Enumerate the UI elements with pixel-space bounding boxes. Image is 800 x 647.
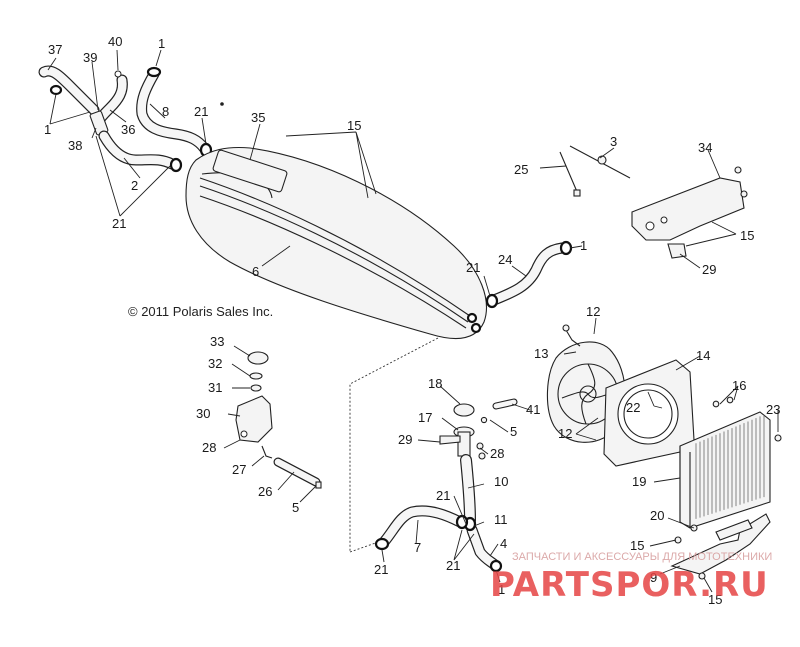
assembly-line-left	[349, 337, 439, 552]
callout-8: 8	[162, 104, 169, 119]
callout-35: 35	[251, 110, 265, 125]
callout-18: 18	[428, 376, 442, 391]
callout-41: 41	[526, 402, 540, 417]
callout-1: 1	[498, 582, 505, 597]
hose-7	[374, 505, 469, 551]
callout-15: 15	[630, 538, 644, 553]
callout-4: 4	[500, 536, 507, 551]
callout-6: 6	[252, 264, 259, 279]
callout-5: 5	[510, 424, 517, 439]
callout-labels: 37 40 1 39 1 8 21 35 15 36 38 2 21 6 3 2…	[44, 34, 780, 607]
callout-15: 15	[740, 228, 754, 243]
callout-20: 20	[650, 508, 664, 523]
callout-27: 27	[232, 462, 246, 477]
callout-12: 12	[586, 304, 600, 319]
callout-9: 9	[650, 570, 657, 585]
callout-10: 10	[494, 474, 508, 489]
upper-left-hose-assembly	[38, 65, 224, 173]
callout-29: 29	[398, 432, 412, 447]
callout-1: 1	[158, 36, 165, 51]
overflow-bottle-assembly	[235, 351, 322, 489]
callout-40: 40	[108, 34, 122, 49]
callout-21: 21	[374, 562, 388, 577]
callout-15: 15	[708, 592, 722, 607]
callout-22: 22	[626, 400, 640, 415]
callout-11: 11	[494, 512, 508, 527]
bracket-34	[631, 166, 748, 259]
callout-1: 1	[580, 238, 587, 253]
callout-21: 21	[112, 216, 126, 231]
callout-7: 7	[414, 540, 421, 555]
radiator	[679, 396, 782, 529]
callout-25: 25	[514, 162, 528, 177]
callout-19: 19	[632, 474, 646, 489]
callout-5: 5	[292, 500, 299, 515]
callout-28: 28	[202, 440, 216, 455]
callout-21: 21	[194, 104, 208, 119]
hose-24	[485, 240, 573, 309]
callout-21: 21	[446, 558, 460, 573]
callout-32: 32	[208, 356, 222, 371]
callout-21: 21	[436, 488, 450, 503]
callout-2: 2	[131, 178, 138, 193]
fan-shroud	[603, 359, 695, 467]
callout-37: 37	[48, 42, 62, 57]
callout-28: 28	[490, 446, 504, 461]
callout-39: 39	[83, 50, 97, 65]
bracket-9	[670, 513, 771, 580]
callout-26: 26	[258, 484, 272, 499]
callout-16: 16	[732, 378, 746, 393]
callout-3: 3	[610, 134, 617, 149]
callout-24: 24	[498, 252, 512, 267]
filler-neck-assembly	[439, 398, 518, 573]
callout-29: 29	[702, 262, 716, 277]
leader-lines	[47, 49, 779, 593]
cooling-tube-tray	[185, 146, 487, 339]
callout-12: 12	[558, 426, 572, 441]
watermark-caption: ЗАПЧАСТИ И АКСЕССУАРЫ ДЛЯ МОТОТЕХНИКИ	[512, 551, 772, 563]
callout-1: 1	[44, 122, 51, 137]
callout-36: 36	[121, 122, 135, 137]
callout-13: 13	[534, 346, 548, 361]
callout-15: 15	[347, 118, 361, 133]
callout-17: 17	[418, 410, 432, 425]
callout-38: 38	[68, 138, 82, 153]
callout-30: 30	[196, 406, 210, 421]
watermark: ЗАПЧАСТИ И АКСЕССУАРЫ ДЛЯ МОТОТЕХНИКИ PA…	[490, 551, 772, 605]
mount-rods	[559, 145, 631, 197]
callout-14: 14	[696, 348, 710, 363]
callout-23: 23	[766, 402, 780, 417]
copyright-notice: © 2011 Polaris Sales Inc.	[128, 304, 273, 319]
callout-31: 31	[208, 380, 222, 395]
watermark-logo: PARTSPOR.RU	[490, 565, 769, 605]
callout-21: 21	[466, 260, 480, 275]
callout-33: 33	[210, 334, 224, 349]
callout-34: 34	[698, 140, 712, 155]
